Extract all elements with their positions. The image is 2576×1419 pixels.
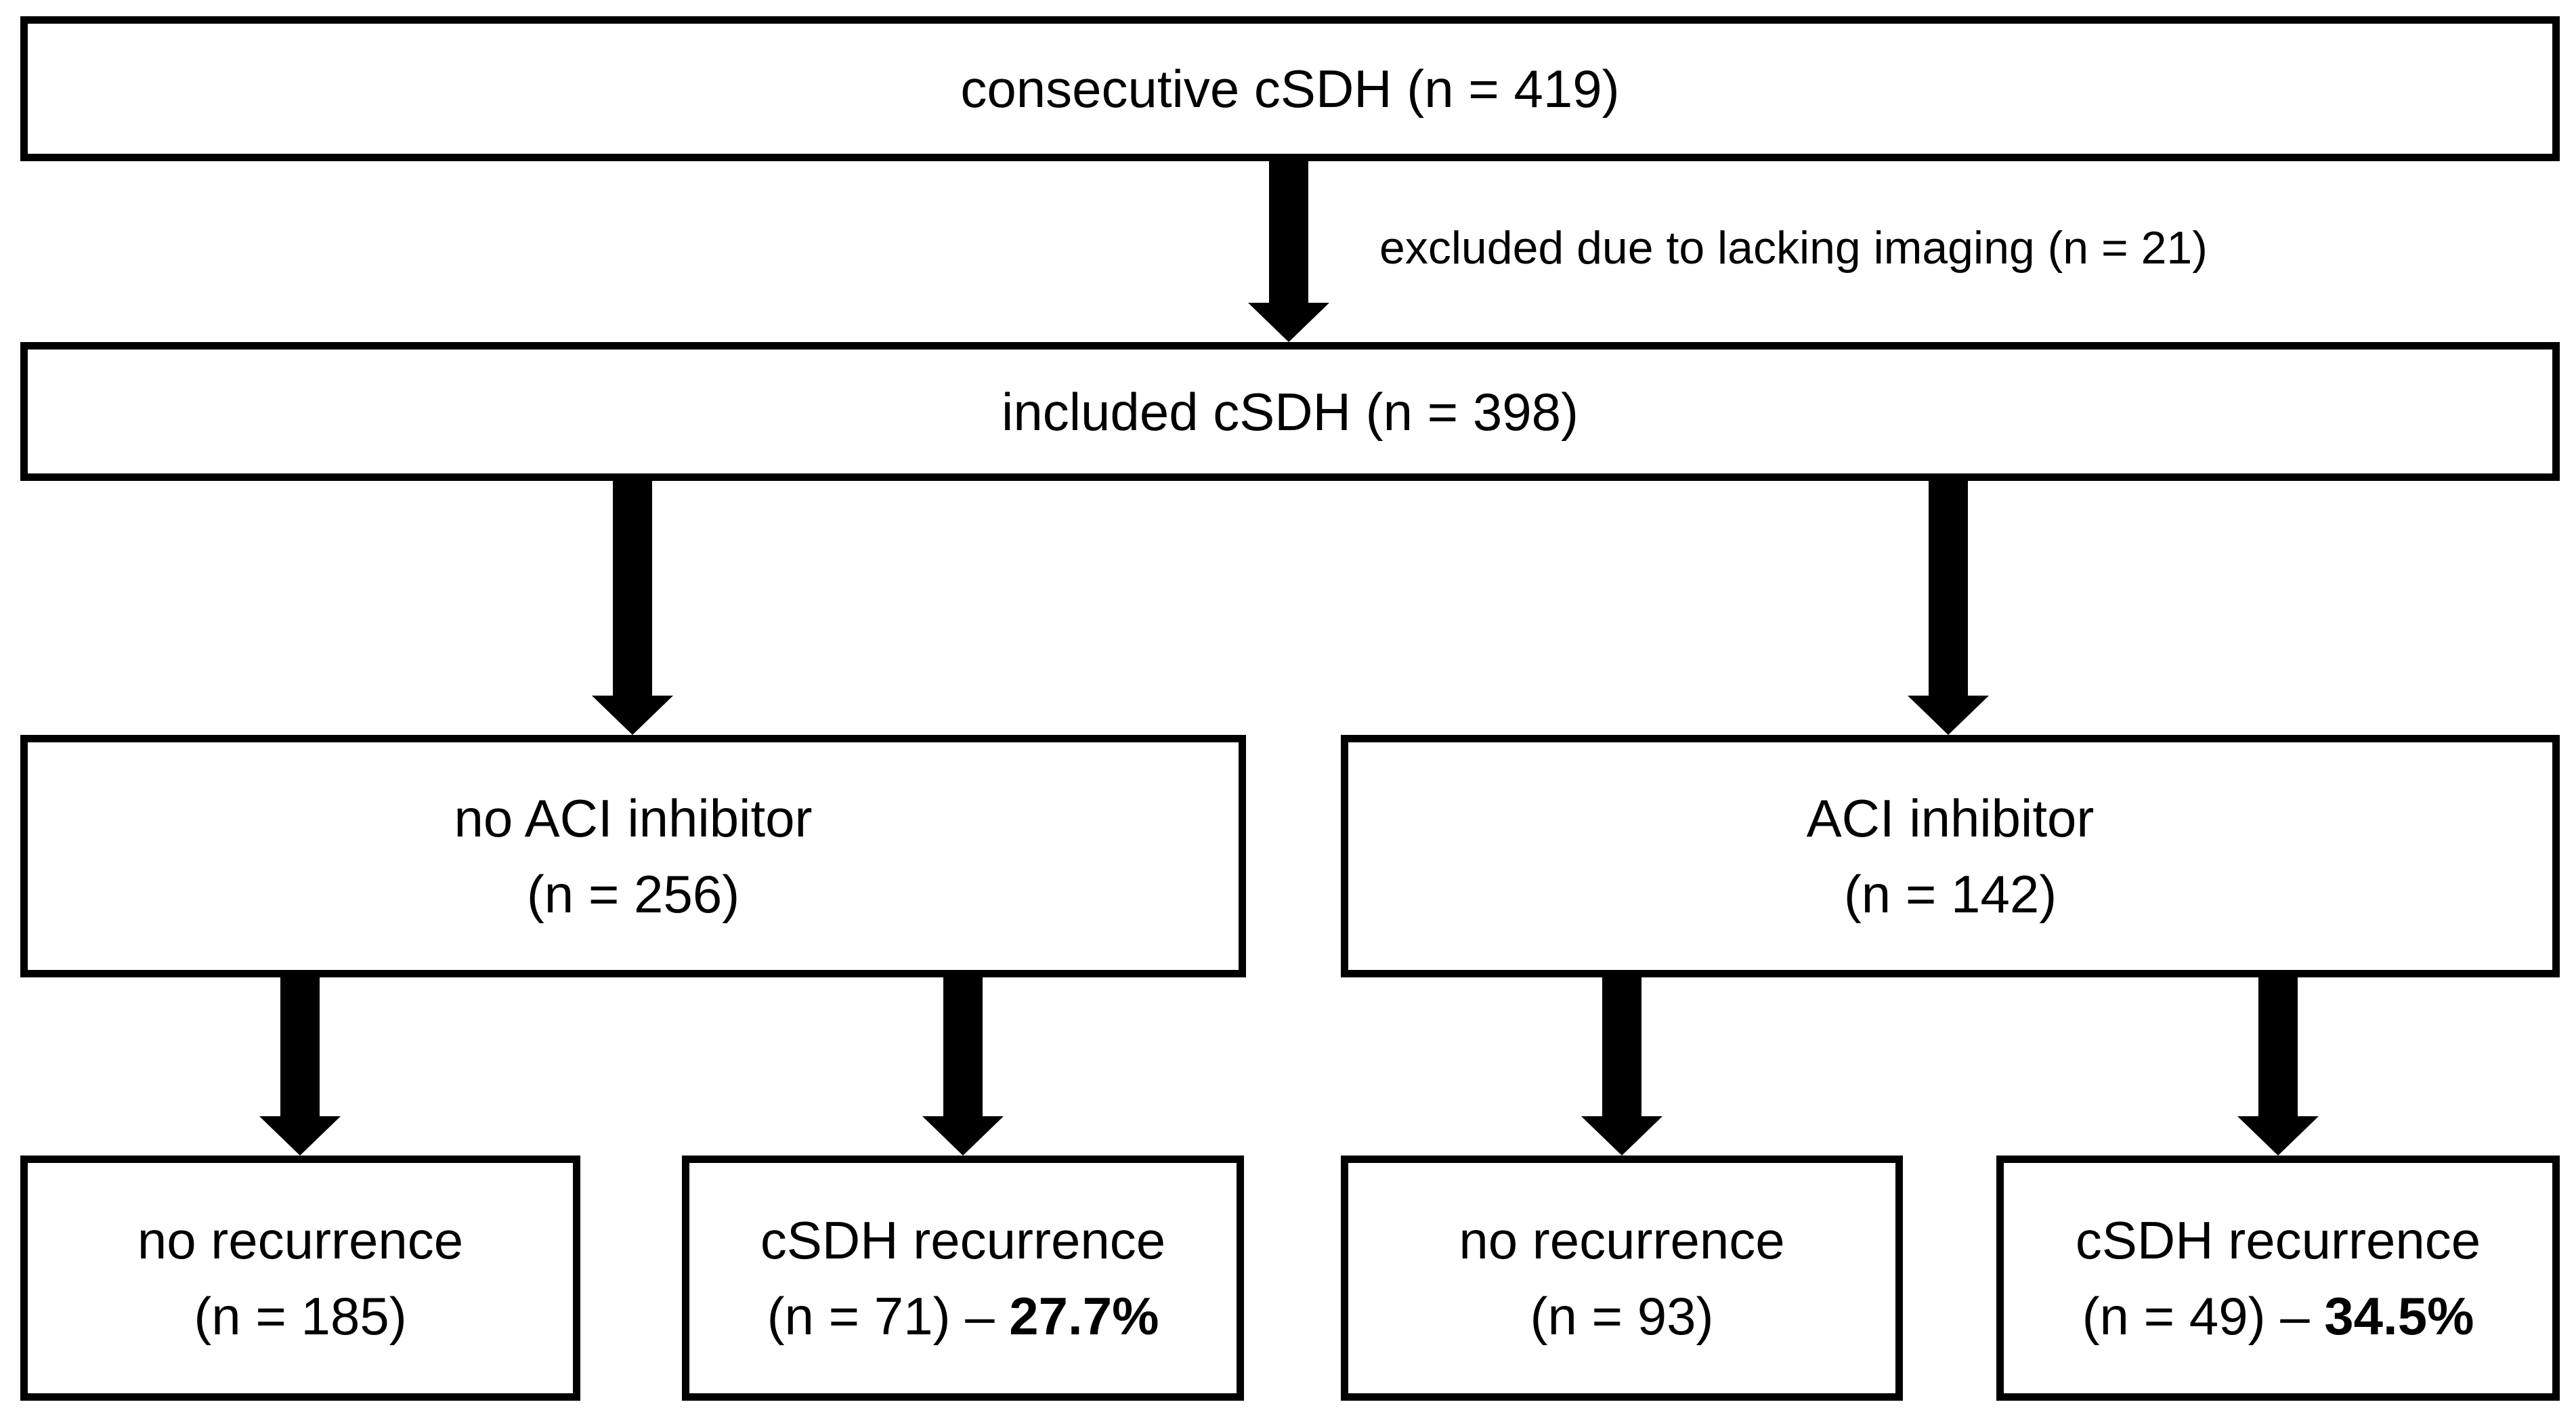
arrow-head [922, 1116, 1004, 1156]
edge-label-excluded: excluded due to lacking imaging (n = 21) [1379, 222, 2208, 274]
node-aci-inhibitor-line1: ACI inhibitor [1806, 788, 2095, 848]
recurrence-left-percentage: 27.7% [1009, 1286, 1159, 1346]
arrow-included-to-aci [1908, 481, 1989, 735]
node-aci-inhibitor: ACI inhibitor (n = 142) [1341, 735, 2560, 977]
arrow-shaft [1269, 161, 1308, 303]
arrow-shaft [1602, 977, 1641, 1116]
node-included-csdh: included cSDH (n = 398) [20, 342, 2560, 481]
node-csdh-recurrence-left-line2: (n = 71) – 27.7% [767, 1278, 1159, 1354]
arrow-head [259, 1116, 341, 1156]
node-no-recurrence-right: no recurrence (n = 93) [1341, 1156, 1903, 1401]
node-csdh-recurrence-right: cSDH recurrence (n = 49) – 34.5% [1996, 1156, 2560, 1401]
arrow-shaft [943, 977, 983, 1116]
node-csdh-recurrence-right-line1: cSDH recurrence [2075, 1210, 2481, 1270]
arrow-shaft [1929, 481, 1968, 696]
node-consecutive-csdh: consecutive cSDH (n = 419) [20, 16, 2560, 161]
node-no-recurrence-left-line2: (n = 185) [194, 1286, 407, 1346]
node-no-recurrence-left: no recurrence (n = 185) [20, 1156, 580, 1401]
recurrence-left-count: (n = 71) – [767, 1286, 1010, 1346]
arrow-head [1908, 696, 1989, 735]
node-no-recurrence-left-line1: no recurrence [137, 1210, 464, 1270]
arrow-included-to-no-aci [592, 481, 673, 735]
node-csdh-recurrence-left: cSDH recurrence (n = 71) – 27.7% [682, 1156, 1244, 1401]
arrow-head [1248, 303, 1329, 342]
node-no-aci-inhibitor-line2: (n = 256) [526, 864, 740, 924]
arrow-no-aci-to-no-recurrence [259, 977, 341, 1156]
recurrence-right-percentage: 34.5% [2324, 1286, 2474, 1346]
arrow-head [2237, 1116, 2319, 1156]
node-csdh-recurrence-right-line2: (n = 49) – 34.5% [2082, 1278, 2474, 1354]
node-no-recurrence-right-line2: (n = 93) [1530, 1286, 1714, 1346]
node-consecutive-csdh-label: consecutive cSDH (n = 419) [960, 59, 1620, 119]
arrow-shaft [613, 481, 652, 696]
node-no-aci-inhibitor-line1: no ACI inhibitor [454, 788, 813, 848]
node-aci-inhibitor-line2: (n = 142) [1843, 864, 2057, 924]
arrow-no-aci-to-recurrence [922, 977, 1004, 1156]
arrow-consecutive-to-included [1248, 161, 1329, 342]
arrow-aci-to-recurrence [2237, 977, 2319, 1156]
node-csdh-recurrence-left-line1: cSDH recurrence [760, 1210, 1166, 1270]
arrow-aci-to-no-recurrence [1581, 977, 1662, 1156]
node-included-csdh-label: included cSDH (n = 398) [1002, 381, 1579, 442]
recurrence-right-count: (n = 49) – [2082, 1286, 2325, 1346]
arrow-shaft [2258, 977, 2298, 1116]
arrow-head [1581, 1116, 1662, 1156]
node-no-aci-inhibitor: no ACI inhibitor (n = 256) [20, 735, 1246, 977]
node-no-recurrence-right-line1: no recurrence [1459, 1210, 1785, 1270]
arrow-shaft [280, 977, 320, 1116]
arrow-head [592, 696, 673, 735]
